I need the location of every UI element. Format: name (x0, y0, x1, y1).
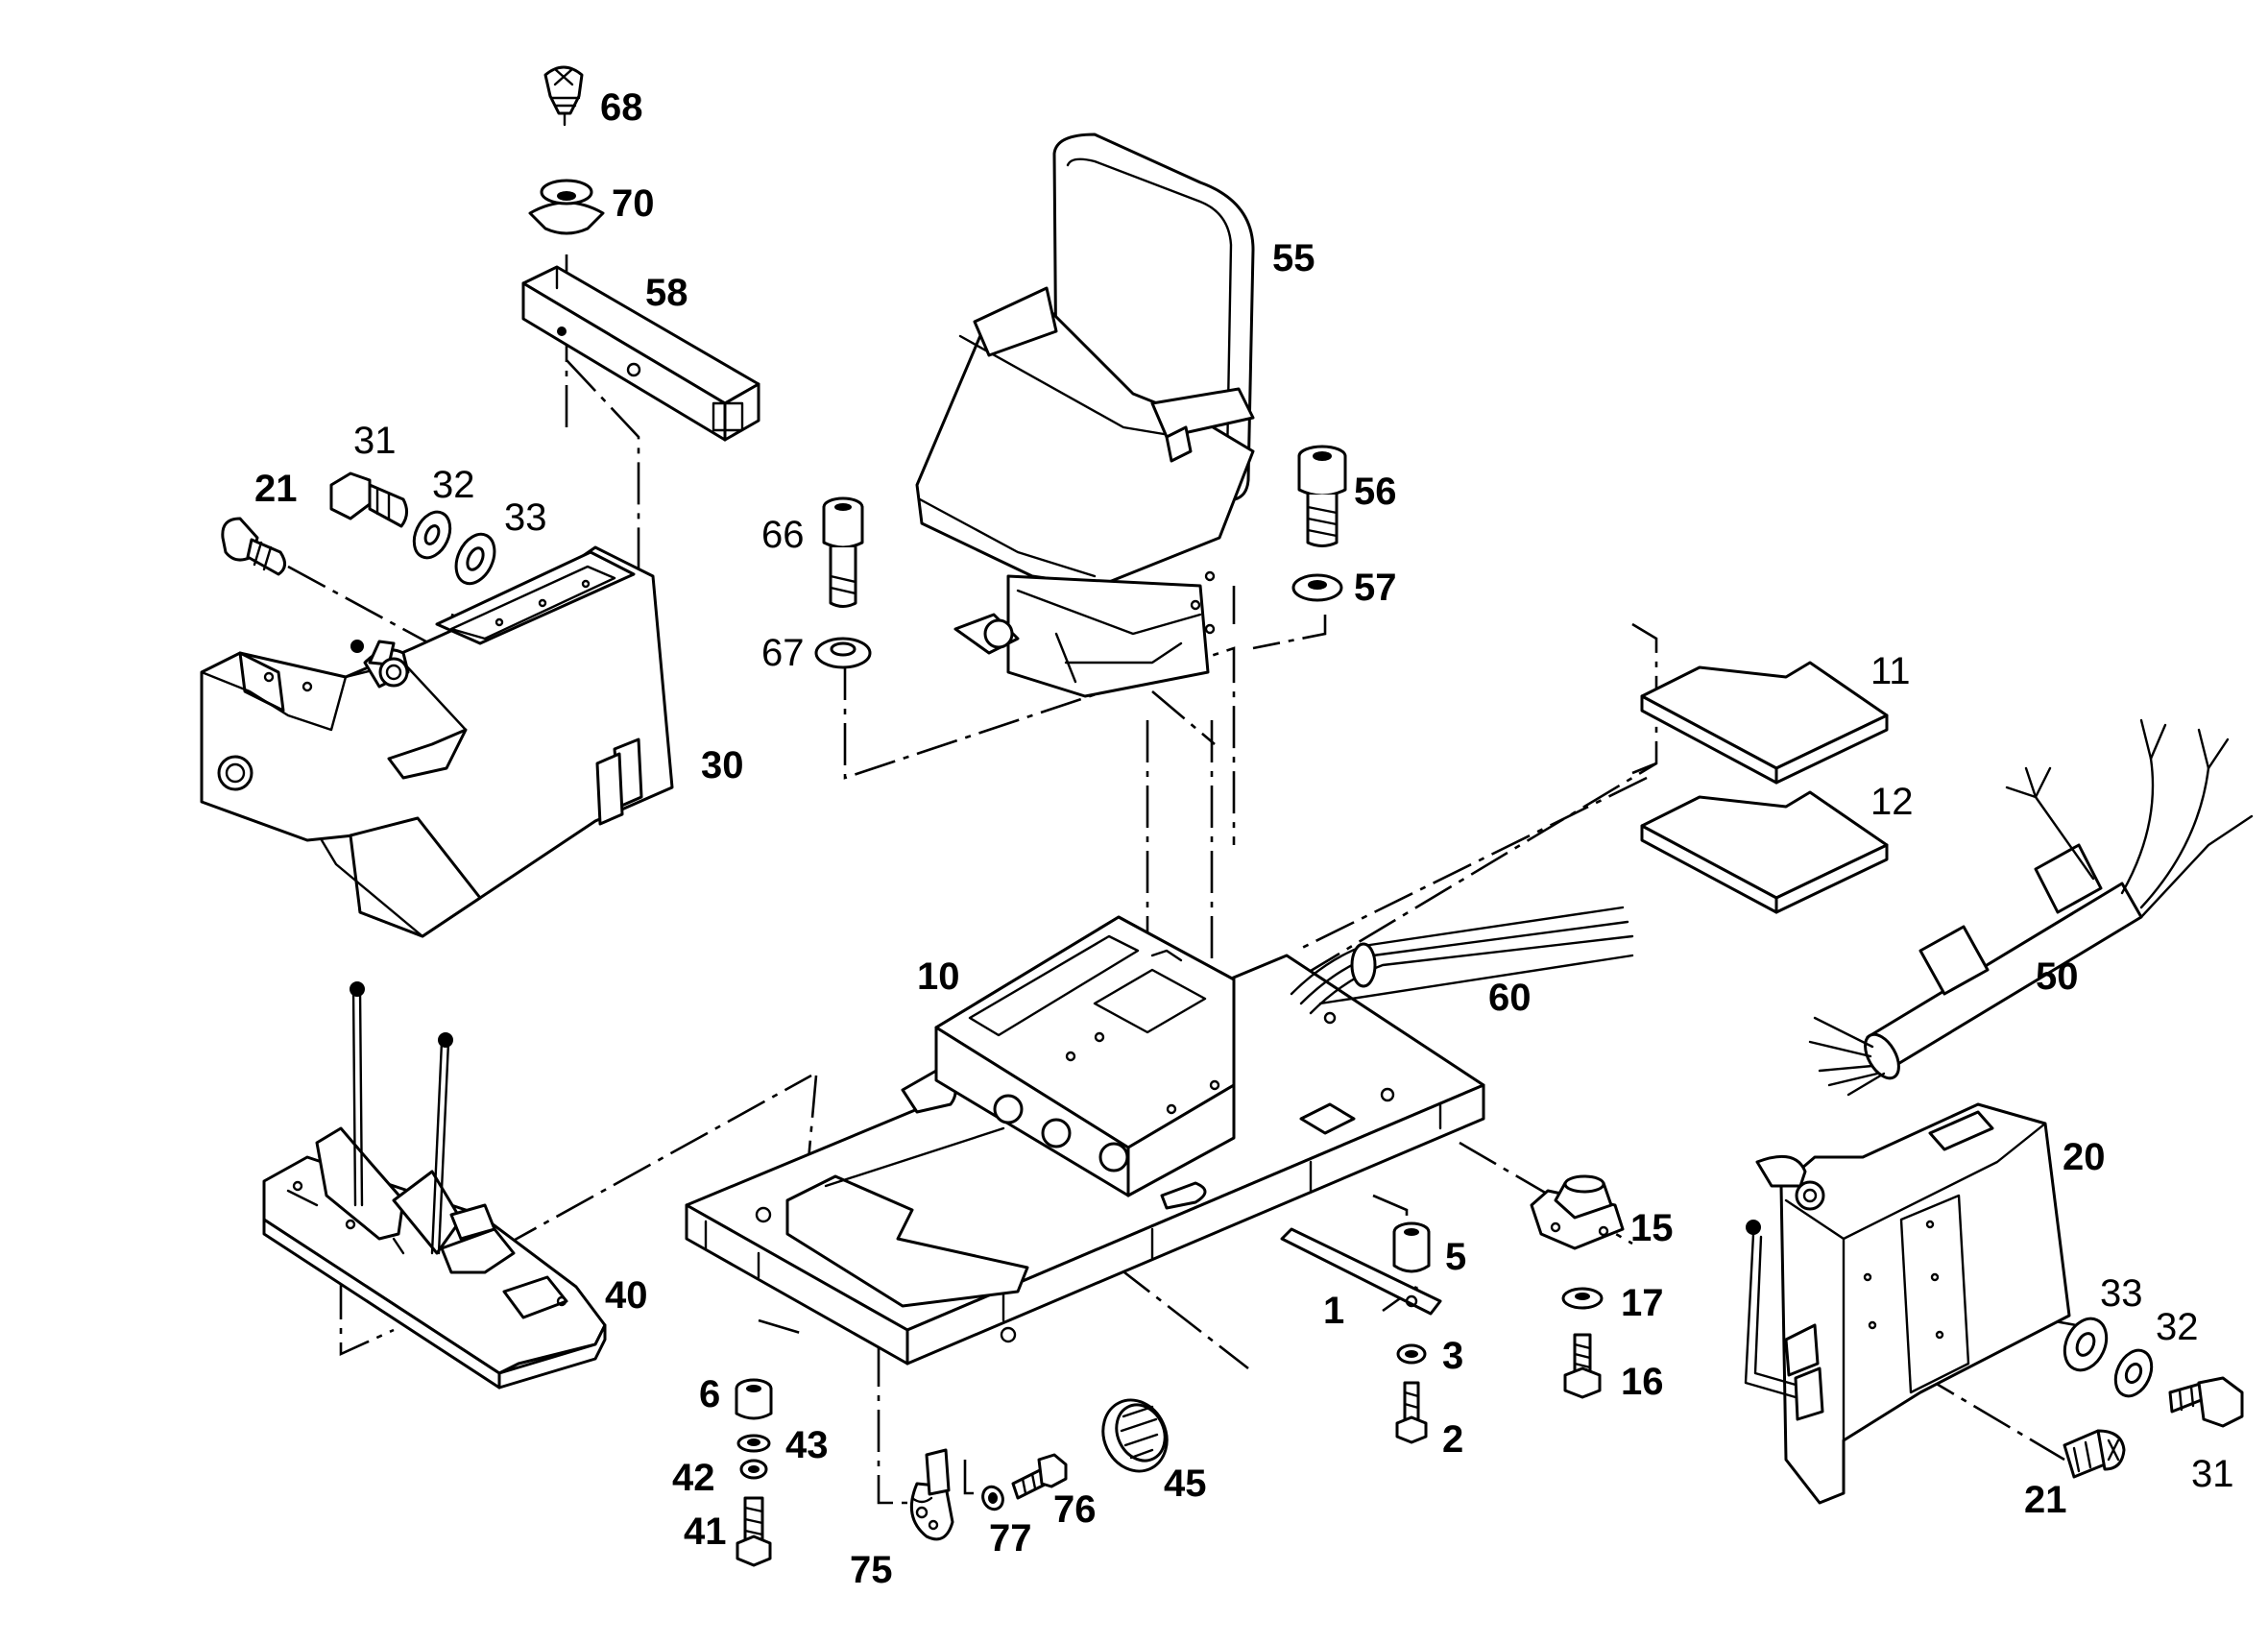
seat-box-10 (934, 915, 1236, 1197)
callout-labels: 68 70 58 55 31 32 33 21 56 57 66 67 30 1… (254, 86, 2234, 1591)
screw-21-left (221, 517, 286, 576)
callout-32-right: 32 (2156, 1306, 2199, 1348)
callout-5: 5 (1445, 1236, 1466, 1278)
bolt-16 (1563, 1333, 1602, 1399)
washer-43 (736, 1434, 771, 1453)
callout-10: 10 (917, 955, 960, 998)
callout-43: 43 (785, 1424, 829, 1466)
callout-58: 58 (645, 272, 688, 314)
bolt-66 (822, 496, 864, 608)
callout-76: 76 (1053, 1488, 1097, 1531)
callout-41: 41 (684, 1511, 727, 1553)
strap-1 (1280, 1227, 1442, 1316)
console-30 (200, 545, 674, 938)
callout-2: 2 (1442, 1418, 1463, 1461)
harness-50 (1808, 718, 2254, 1097)
washer-17 (1561, 1287, 1604, 1310)
harness-60 (1290, 906, 1634, 1015)
callout-77: 77 (989, 1517, 1032, 1559)
callout-1: 1 (1323, 1290, 1344, 1332)
callout-68: 68 (600, 86, 643, 129)
callout-57: 57 (1354, 567, 1397, 609)
callout-31-left: 31 (353, 420, 397, 462)
grommet-45 (1101, 1398, 1169, 1473)
washer-67 (814, 637, 872, 669)
bolt-41 (736, 1496, 772, 1567)
seat-55 (915, 133, 1255, 698)
washer-42 (739, 1459, 768, 1480)
callout-21-right: 21 (2024, 1479, 2067, 1521)
pad-12 (1640, 790, 1889, 914)
washer-3 (1396, 1343, 1427, 1365)
bolt-76 (1011, 1453, 1068, 1500)
callout-3: 3 (1442, 1335, 1463, 1377)
screw-21-right (2063, 1429, 2126, 1479)
washer-77 (981, 1485, 1004, 1511)
washer-32-left (412, 510, 452, 560)
callout-21-left: 21 (254, 468, 298, 510)
callout-11: 11 (1870, 650, 1911, 692)
callout-56: 56 (1354, 471, 1397, 513)
washer-33-right (2063, 1317, 2109, 1372)
callout-66: 66 (761, 514, 805, 556)
bracket-58 (521, 265, 760, 442)
callout-45: 45 (1164, 1463, 1207, 1505)
callout-50: 50 (2036, 955, 2079, 998)
spacer-5 (1392, 1221, 1431, 1273)
pedal-base-40 (262, 981, 607, 1390)
pad-11 (1640, 661, 1889, 785)
bolt-2 (1395, 1381, 1428, 1444)
callout-67: 67 (761, 632, 805, 674)
callout-16: 16 (1621, 1361, 1664, 1403)
callout-70: 70 (612, 182, 655, 225)
callout-40: 40 (605, 1274, 648, 1317)
callout-60: 60 (1488, 977, 1532, 1019)
callout-20: 20 (2063, 1136, 2106, 1178)
callout-17: 17 (1621, 1282, 1664, 1324)
bolt-31-right (2168, 1376, 2244, 1428)
cap-70 (528, 179, 605, 235)
washer-33-left (454, 532, 496, 586)
spacer-6 (735, 1378, 773, 1420)
callout-12: 12 (1870, 781, 1914, 823)
console-20 (1744, 1102, 2071, 1505)
bolt-56 (1297, 445, 1347, 547)
washer-57 (1291, 573, 1343, 602)
callout-32-left: 32 (432, 464, 475, 506)
callout-6: 6 (699, 1373, 720, 1415)
callout-33-left: 33 (504, 496, 547, 539)
callout-42: 42 (672, 1457, 715, 1499)
callout-30: 30 (701, 744, 744, 786)
callout-33-right: 33 (2100, 1272, 2143, 1315)
callout-55: 55 (1272, 237, 1315, 279)
washer-32-right (2113, 1348, 2154, 1398)
screw-68 (543, 65, 584, 127)
mount-15 (1530, 1174, 1625, 1250)
callout-31-right: 31 (2191, 1453, 2234, 1495)
bolt-31-left (329, 471, 408, 528)
callout-75: 75 (850, 1549, 893, 1591)
callout-15: 15 (1630, 1207, 1674, 1249)
clip-75 (909, 1448, 954, 1541)
